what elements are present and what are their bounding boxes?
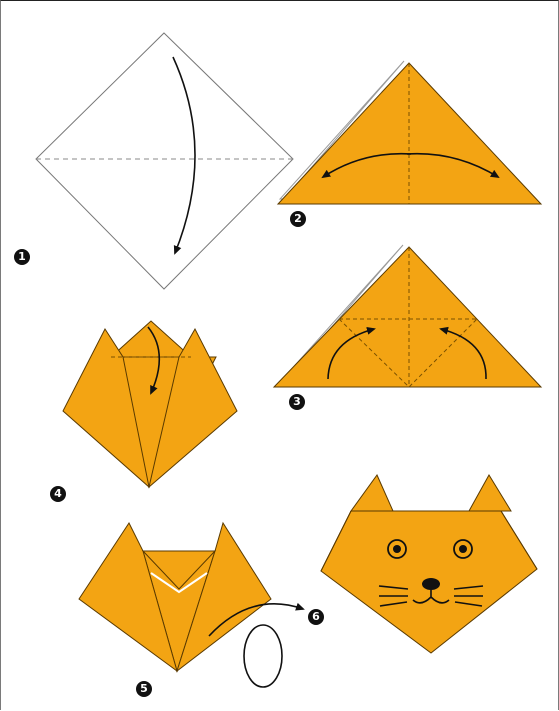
left-whiskers [378, 585, 409, 607]
step-badge-5: 5 [136, 681, 152, 697]
step-badge-6: 6 [308, 609, 324, 625]
right-ear [148, 327, 238, 489]
step-badge-1: 1 [14, 249, 30, 265]
step-number: 4 [54, 487, 62, 500]
step-badge-3: 3 [289, 394, 305, 410]
fold-up-arrow-right [439, 326, 487, 380]
step-badge-4: 4 [50, 486, 66, 502]
step-number: 3 [293, 395, 301, 408]
step-number: 2 [294, 212, 302, 225]
face-crease [320, 510, 352, 572]
right-eye [453, 539, 473, 559]
ear-fold-lines [338, 318, 478, 388]
fold-down-arrow [147, 326, 161, 395]
step-number: 6 [312, 610, 320, 623]
cat-nose [422, 578, 440, 590]
double-arrow [321, 152, 412, 179]
step-number: 1 [18, 250, 26, 263]
white-paper-square [35, 32, 294, 290]
flap-white-edge [150, 572, 208, 594]
right-whiskers [453, 585, 484, 607]
top-flap [109, 320, 193, 358]
step-1-diagram [35, 32, 294, 290]
double-arrow [406, 152, 500, 179]
fold-up-arrow-left [327, 326, 376, 380]
step-6-diagram [320, 474, 538, 654]
face-crease [500, 510, 538, 570]
step-badge-2: 2 [290, 211, 306, 227]
flip-over-loop [243, 624, 283, 688]
fold-down-arrow [172, 56, 196, 255]
step-5-diagram [78, 521, 305, 688]
step-2-diagram [276, 60, 543, 205]
step-4-diagram [62, 320, 238, 489]
right-ear [176, 521, 272, 673]
folded-flap [141, 550, 217, 590]
orange-triangle [272, 246, 543, 388]
step-number: 5 [140, 682, 148, 695]
step-3-diagram [272, 244, 543, 388]
cat-mouth [412, 590, 450, 604]
left-ear [350, 474, 394, 512]
right-ear [468, 474, 512, 512]
flip-over-arrow [208, 602, 305, 637]
left-eye [387, 539, 407, 559]
